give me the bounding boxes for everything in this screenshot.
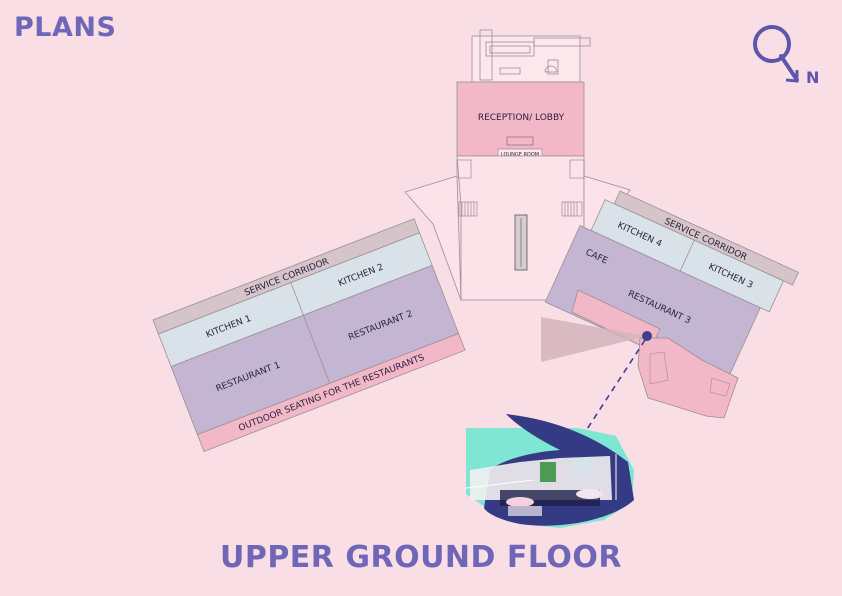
- left-wing: SERVICE CORRIDOR KITCHEN 1 KITCHEN 2 RES…: [152, 218, 466, 452]
- outdoor-seating: [196, 332, 466, 452]
- terrace: [637, 337, 739, 419]
- reception-label: RECEPTION/ LOBBY: [478, 113, 565, 123]
- north-label: N: [806, 68, 819, 87]
- plans-title: PLANS: [14, 12, 117, 43]
- sofa-icon: [506, 136, 534, 146]
- viewpoint-marker: [642, 331, 652, 341]
- north-arrow-icon: N: [753, 25, 819, 87]
- floor-title: UPPER GROUND FLOOR: [219, 540, 623, 575]
- viewpoint-leader: [577, 339, 646, 444]
- stairs-left: [456, 159, 478, 217]
- lounge-label: LOUNGE ROOM: [501, 152, 539, 158]
- entrance-structure: [471, 29, 591, 83]
- left-connector: [404, 175, 462, 301]
- perspective-render: [465, 414, 634, 528]
- view-cone: [541, 317, 647, 362]
- right-wing: SERVICE CORRIDOR KITCHEN 4 KITCHEN 3 CAF…: [544, 190, 799, 385]
- stairs-right: [561, 159, 585, 217]
